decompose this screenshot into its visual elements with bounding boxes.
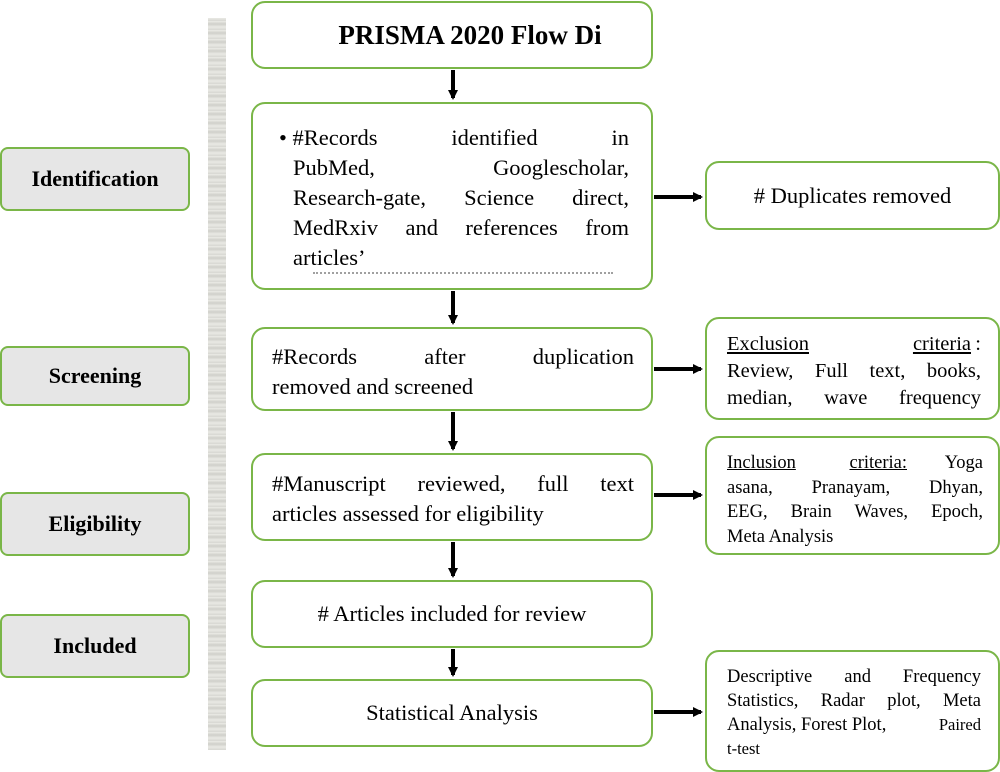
stage-identification: Identification xyxy=(0,147,190,211)
text-line: articles’ xyxy=(293,245,366,270)
records-screened-text: #Records after duplication removed and s… xyxy=(272,342,634,402)
records-identified-box: • #Records identified in PubMed, Googles… xyxy=(251,102,653,290)
text-line: t-test xyxy=(727,739,760,758)
text-line: and xyxy=(405,215,438,240)
text-line: direct, xyxy=(572,185,629,210)
statistics-details-text: Descriptive and Frequency Statistics, Ra… xyxy=(727,665,981,761)
stage-identification-label: Identification xyxy=(31,166,159,191)
text-line: Review, Full text, books, xyxy=(727,360,981,382)
duplicates-removed-label: # Duplicates removed xyxy=(753,182,952,208)
text-line: Science xyxy=(464,185,535,210)
text-line: Yoga xyxy=(944,453,983,473)
statistical-analysis-box: Statistical Analysis xyxy=(251,679,653,747)
eligibility-box: #Manuscript reviewed, full text articles… xyxy=(251,453,653,541)
text-line: Googlescholar, xyxy=(493,155,629,180)
text-line: references xyxy=(465,215,558,240)
text-line: Meta Analysis xyxy=(727,526,834,547)
bullet: • xyxy=(279,125,287,150)
diagram-title: PRISMA 2020 Flow Di xyxy=(338,19,602,50)
text-line: in xyxy=(611,125,629,150)
stage-eligibility-label: Eligibility xyxy=(48,511,142,536)
articles-included-label: # Articles included for review xyxy=(317,601,587,626)
stage-included: Included xyxy=(0,614,190,678)
text-line: PubMed, xyxy=(293,155,375,180)
text-line: #Records xyxy=(272,344,357,369)
text-line: Research-gate, xyxy=(293,185,427,210)
text-line: text xyxy=(600,471,634,496)
text-line: after xyxy=(424,344,466,369)
text-line: : xyxy=(975,333,981,355)
dotted-divider xyxy=(208,18,226,750)
text-line: removed and screened xyxy=(272,374,474,399)
text-line: identified xyxy=(451,125,538,150)
title-box: PRISMA 2020 Flow Di xyxy=(251,1,653,69)
records-screened-box: #Records after duplication removed and s… xyxy=(251,327,653,411)
text-line: Descriptive and Frequency xyxy=(727,667,981,687)
text-line: EEG, Brain Waves, Epoch, xyxy=(727,502,983,522)
duplicates-removed-box: # Duplicates removed xyxy=(705,161,1000,230)
stage-included-label: Included xyxy=(53,633,137,658)
statistical-analysis-label: Statistical Analysis xyxy=(366,700,538,725)
eligibility-text: #Manuscript reviewed, full text articles… xyxy=(272,469,634,529)
text-line: Paired xyxy=(938,715,981,734)
text-line: Statistics, Radar plot, Meta xyxy=(727,691,981,711)
text-line: #Records xyxy=(292,125,378,150)
text-line: from xyxy=(585,215,629,240)
text-line: asana, Pranayam, Dhyan, xyxy=(727,477,983,498)
text-line: full xyxy=(537,471,569,496)
stage-screening-label: Screening xyxy=(48,363,142,388)
stage-eligibility: Eligibility xyxy=(0,492,190,556)
text-line: MedRxiv xyxy=(293,215,379,240)
records-identified-text: • #Records identified in PubMed, Googles… xyxy=(279,123,629,273)
text-line: reviewed, xyxy=(417,471,506,496)
clipped-text-fragment xyxy=(313,272,613,278)
text-line: #Manuscript xyxy=(272,471,386,496)
articles-included-box: # Articles included for review xyxy=(251,580,653,648)
statistics-details-box: Descriptive and Frequency Statistics, Ra… xyxy=(705,650,1000,772)
text-line: median, wave frequency xyxy=(727,387,981,409)
text-line: duplication xyxy=(532,344,634,369)
stage-screening: Screening xyxy=(0,346,190,406)
text-line: Analysis, Forest Plot, xyxy=(727,715,887,735)
text-line: articles assessed for eligibility xyxy=(272,501,544,526)
